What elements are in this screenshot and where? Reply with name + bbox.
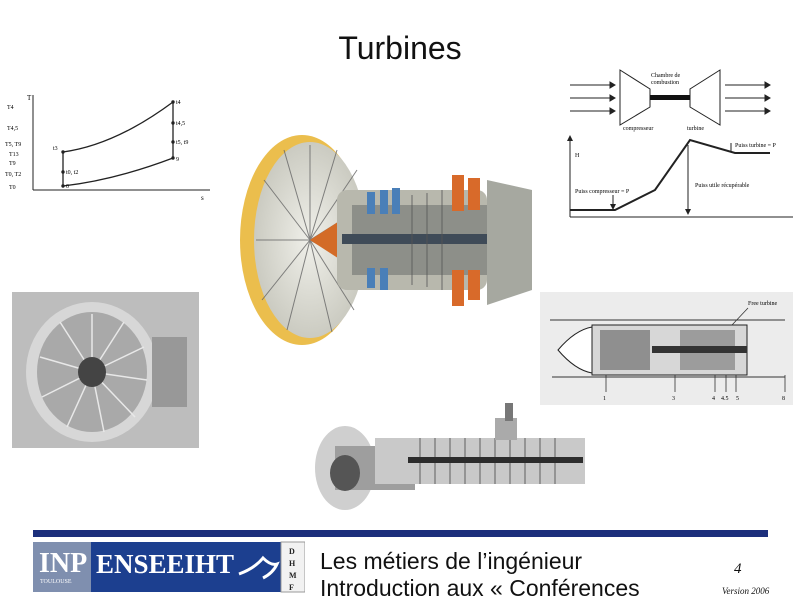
turbine-label: turbine	[687, 126, 704, 132]
logo-dhmf-letter: F	[289, 583, 294, 592]
ts-y-label: T0, T2	[5, 172, 21, 178]
footer-title-line-2: Introduction aux « Conférences	[320, 575, 640, 601]
engine-cutaway-image	[240, 135, 532, 345]
ts-point-label: t4,5	[176, 121, 185, 127]
power-diagram: Chambre de combustion compresseur turbin…	[567, 69, 793, 218]
free-turbine-label: Free turbine	[748, 301, 777, 307]
chamber-label: combustion	[651, 80, 679, 86]
ts-y-label: T5, T9	[5, 142, 21, 148]
ts-axis-x: s	[201, 194, 204, 202]
logo-dhmf-letter: H	[289, 559, 296, 568]
station-label: 3	[672, 396, 675, 402]
logo-enseeiht: ENSEEIHT	[96, 549, 234, 579]
ts-point-label: t4	[176, 100, 181, 106]
logo-dhmf-letter: D	[289, 547, 295, 556]
turbine-engine-sketch-image	[315, 403, 585, 510]
section-diagram: Free turbine 1 3 4 4.5 5 8	[540, 292, 793, 405]
ts-y-label: T9	[9, 161, 16, 167]
ts-point-label: 9	[176, 157, 179, 163]
version-label: Version 2006	[722, 586, 770, 596]
station-label: 4.5	[721, 396, 729, 402]
ts-diagram: T s T4 T4,5 T5, T9 T13 T9 T0, T2 T0 t4 t…	[5, 94, 210, 202]
ts-y-label: T13	[9, 152, 19, 158]
chamber-label: Chambre de	[651, 73, 680, 79]
ts-point-label: t3	[53, 146, 58, 152]
h-label: H	[575, 153, 580, 159]
footer-bar	[33, 530, 768, 537]
station-label: 1	[603, 396, 606, 402]
logo-inp: INP	[39, 548, 87, 579]
ts-y-label: T4,5	[7, 126, 18, 132]
logo-inp-subtitle: TOULOUSE	[40, 579, 72, 585]
ts-point-label: t5, t9	[176, 140, 188, 146]
logo-dhmf-letter: M	[289, 571, 297, 580]
compressor-power-label: Puiss compresseur = P	[575, 189, 630, 195]
turbine-power-label: Puiss turbine = P	[735, 143, 777, 149]
page-number: 4	[734, 561, 742, 577]
footer-title-line-1: Les métiers de l’ingénieur	[320, 548, 583, 574]
ts-y-label: T0	[9, 185, 16, 191]
useful-power-label: Puiss utile récupérable	[695, 183, 750, 189]
station-label: 4	[712, 396, 715, 402]
station-label: 5	[736, 396, 739, 402]
ts-point-label: t0, t2	[66, 170, 78, 176]
station-label: 8	[782, 396, 785, 402]
inp-enseeiht-logo: INP TOULOUSE ENSEEIHT D H M F	[33, 538, 305, 594]
fan-photo-image	[12, 292, 199, 448]
compressor-label: compresseur	[623, 126, 653, 132]
slide-title: Turbines	[338, 30, 462, 66]
ts-point-label: 0	[66, 184, 69, 190]
ts-axis-y: T	[27, 94, 32, 102]
ts-y-label: T4	[7, 105, 14, 111]
